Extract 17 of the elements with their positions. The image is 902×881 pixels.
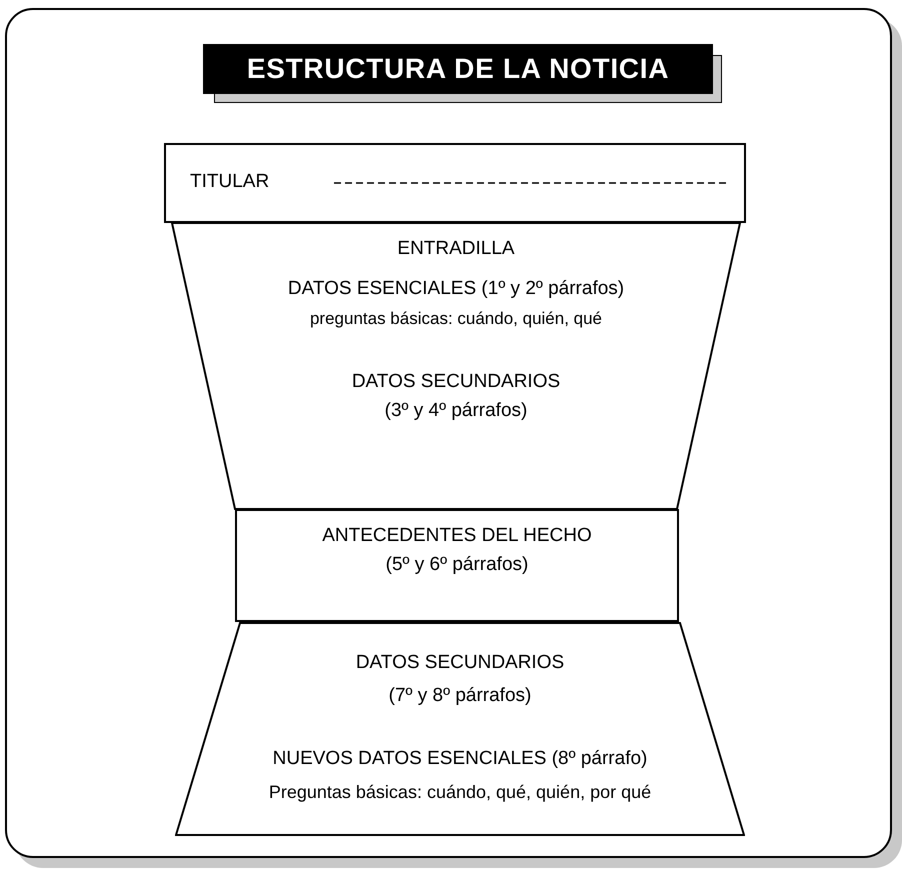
section-text: Preguntas básicas: cuándo, qué, quién, por qué — [268, 781, 652, 803]
headline-box — [164, 143, 746, 223]
section-text: DATOS SECUNDARIOS — [352, 371, 560, 393]
section-text: NUEVOS DATOS ESENCIALES (8º párrafo) — [272, 748, 648, 770]
section-heading: ANTECEDENTES DEL HECHO — [322, 525, 592, 547]
section-text: preguntas básicas: cuándo, quién, qué — [310, 308, 602, 330]
title: ESTRUCTURA DE LA NOTICIA — [246, 55, 670, 83]
section-text: (3º y 4º párrafos) — [384, 400, 528, 422]
section-text: DATOS ESENCIALES (1º y 2º párrafos) — [288, 278, 624, 300]
section-heading: DATOS SECUNDARIOS — [356, 652, 564, 674]
closing-trapezoid — [175, 622, 745, 836]
section-heading: TITULAR — [190, 171, 270, 192]
background-box — [235, 509, 679, 622]
section-text: (5º y 6º párrafos) — [386, 554, 528, 576]
section-text: (7º y 8º párrafos) — [388, 685, 532, 707]
section-heading: ENTRADILLA — [397, 238, 515, 260]
lead-trapezoid — [171, 222, 741, 510]
